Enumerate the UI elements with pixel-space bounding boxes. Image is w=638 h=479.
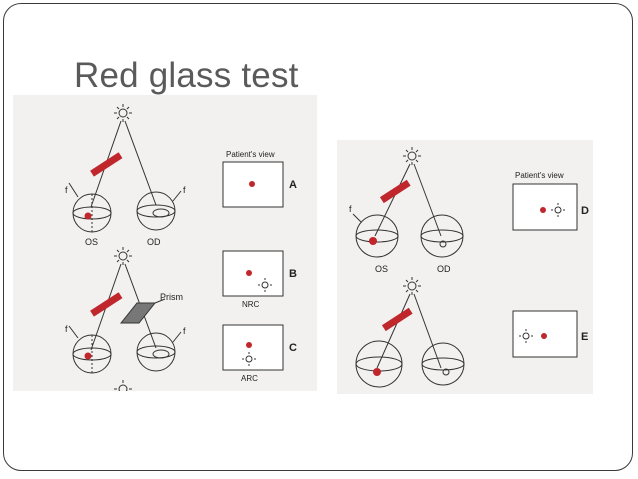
light-source-icon bbox=[114, 247, 132, 265]
light-source-icon bbox=[403, 147, 421, 165]
red-glass-filter bbox=[381, 307, 413, 332]
light-source-icon bbox=[258, 278, 272, 292]
box-letter-e: E bbox=[581, 331, 588, 343]
fovea-label: f bbox=[183, 185, 186, 195]
right-figure: f OS OD Patient's view D E bbox=[337, 140, 593, 394]
left-figure: f f OS OD f f Prism Patient's view A B N… bbox=[13, 95, 317, 391]
slide-title: Red glass test bbox=[74, 56, 299, 95]
right-eye-bottom bbox=[136, 332, 176, 372]
red-dot bbox=[540, 207, 546, 213]
fovea-red-dot bbox=[84, 212, 92, 220]
right-eye-od-top bbox=[136, 191, 176, 231]
fovea-red-dot bbox=[84, 352, 92, 360]
nrc-label: NRC bbox=[242, 300, 260, 309]
prism-icon bbox=[119, 302, 157, 324]
fovea-red-dot bbox=[373, 368, 381, 376]
box-letter-a: A bbox=[289, 179, 297, 191]
fovea-red-dot bbox=[369, 237, 377, 245]
light-source-icon bbox=[242, 352, 256, 366]
red-dot bbox=[249, 181, 255, 187]
od-label: OD bbox=[437, 264, 451, 274]
slide: Red glass test bbox=[3, 3, 633, 471]
os-label: OS bbox=[375, 264, 388, 274]
prism-label: Prism bbox=[160, 292, 183, 302]
left-figure-svg: f f OS OD f f Prism Patient's view A B N… bbox=[65, 104, 297, 391]
view-box-b bbox=[222, 250, 284, 297]
red-glass-filter bbox=[379, 179, 411, 204]
fovea-label: f bbox=[65, 185, 68, 195]
red-dot bbox=[246, 270, 252, 276]
left-eye-bottom bbox=[72, 334, 112, 374]
left-eye-os bbox=[355, 214, 399, 258]
box-letter-b: B bbox=[289, 268, 297, 280]
light-source-icon bbox=[403, 277, 421, 295]
right-eye-od bbox=[420, 214, 464, 258]
right-figure-svg: f OS OD Patient's view D E bbox=[349, 147, 589, 388]
od-label: OD bbox=[147, 237, 161, 247]
light-source-icon bbox=[114, 380, 132, 391]
patients-view-header: Patient's view bbox=[515, 171, 564, 180]
os-label: OS bbox=[85, 237, 98, 247]
right-eye-bottom bbox=[421, 342, 465, 386]
arc-label: ARC bbox=[241, 374, 258, 383]
view-box-c bbox=[222, 324, 284, 371]
box-letter-d: D bbox=[581, 205, 589, 217]
red-glass-filter bbox=[90, 292, 123, 317]
red-dot bbox=[541, 333, 547, 339]
fovea-label: f bbox=[65, 324, 68, 334]
fovea-label: f bbox=[183, 326, 186, 336]
fovea-label: f bbox=[349, 204, 352, 214]
left-eye-os-top bbox=[72, 193, 112, 233]
box-letter-c: C bbox=[289, 342, 297, 354]
light-source-icon bbox=[519, 329, 533, 343]
red-dot bbox=[246, 342, 252, 348]
red-glass-filter bbox=[90, 152, 123, 177]
light-source-icon bbox=[551, 203, 565, 217]
view-box-d bbox=[512, 183, 578, 231]
patients-view-header: Patient's view bbox=[226, 150, 275, 159]
light-source-icon bbox=[114, 104, 132, 122]
